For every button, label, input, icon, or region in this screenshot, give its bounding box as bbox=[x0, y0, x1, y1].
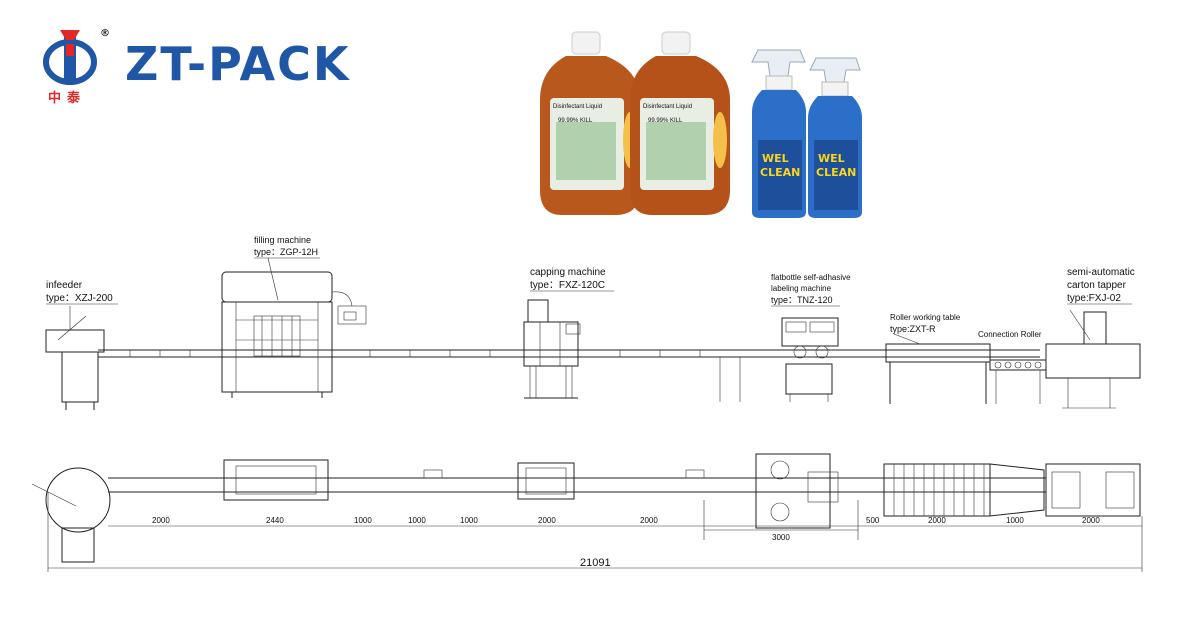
infeeder-type-label: type：XZJ-200 bbox=[46, 293, 113, 304]
dimension-segment: 500 bbox=[866, 516, 880, 525]
spray-label-line1: WEL bbox=[762, 152, 789, 165]
bottle-label-title: Disinfectant Liquid bbox=[553, 104, 602, 110]
dimension-segment: 2000 bbox=[1082, 516, 1100, 525]
spray-label-line1: WEL bbox=[818, 152, 845, 165]
logo-registered-mark: ® bbox=[100, 28, 110, 39]
roller-table-name-label: Roller working table bbox=[890, 313, 961, 322]
dimension-segment: 2000 bbox=[152, 516, 170, 525]
dimension-segment: 1000 bbox=[408, 516, 426, 525]
brand-logo: ® 中泰 ZT-PACK bbox=[43, 28, 351, 106]
capping-name-label: capping machine bbox=[530, 267, 606, 278]
dimension-segment: 2000 bbox=[538, 516, 556, 525]
dimension-segment: 2440 bbox=[266, 516, 284, 525]
filling-machine bbox=[221, 271, 367, 398]
carton-name-label-line2: carton tapper bbox=[1067, 280, 1127, 291]
dimension-segment: 2000 bbox=[928, 516, 946, 525]
dimension-lines bbox=[47, 492, 1143, 572]
dimension-segment: 2000 bbox=[640, 516, 658, 525]
dimension-segment: 1000 bbox=[460, 516, 478, 525]
filling-name-label: filling machine bbox=[254, 235, 311, 245]
dimension-segment: 1000 bbox=[1006, 516, 1024, 525]
filling-type-label: type：ZGP-12H bbox=[254, 247, 318, 257]
connection-roller-label: Connection Roller bbox=[978, 330, 1042, 339]
roller-table-type-label: type:ZXT-R bbox=[890, 324, 936, 334]
disinfectant-bottle-2: Disinfectant Liquid 99.99% KILL bbox=[630, 31, 730, 215]
labeling-machine bbox=[719, 317, 839, 402]
carton-name-label-line1: semi-automatic bbox=[1067, 267, 1135, 278]
spray-bottle-1: WEL CLEAN bbox=[751, 49, 806, 218]
labeling-name-label-line2: labeling machine bbox=[771, 284, 832, 293]
capping-type-label: type：FXZ-120C bbox=[530, 280, 605, 291]
bottle-label-claim: 99.99% KILL bbox=[648, 118, 683, 124]
infeeder-machine bbox=[45, 306, 105, 410]
spray-bottle-2: WEL CLEAN bbox=[808, 57, 862, 218]
dimension-segment: 1000 bbox=[354, 516, 372, 525]
bottle-label-title: Disinfectant Liquid bbox=[643, 104, 692, 110]
logo-brand-name: ZT-PACK bbox=[125, 37, 351, 91]
dimension-segment: 3000 bbox=[772, 533, 790, 542]
logo-emblem-icon bbox=[43, 30, 97, 85]
capping-machine bbox=[523, 299, 581, 399]
labeling-name-label-line1: flatbottle self-adhasive bbox=[771, 273, 851, 282]
roller-working-table bbox=[885, 333, 991, 404]
spray-label-line2: CLEAN bbox=[816, 166, 856, 179]
dimension-total: 21091 bbox=[580, 557, 611, 569]
bottle-label-claim: 99.99% KILL bbox=[558, 118, 593, 124]
top-view-layout bbox=[31, 453, 1141, 563]
carton-type-label: type:FXJ-02 bbox=[1067, 293, 1121, 304]
labeling-type-label: type：TNZ-120 bbox=[771, 295, 833, 305]
disinfectant-bottle-1: Disinfectant Liquid 99.99% KILL bbox=[540, 31, 640, 215]
front-conveyor bbox=[98, 349, 1040, 358]
spray-label-line2: CLEAN bbox=[760, 166, 800, 179]
carton-tapper-machine bbox=[1045, 309, 1141, 409]
infeeder-name-label: infeeder bbox=[46, 280, 83, 291]
logo-chinese-name: 中泰 bbox=[48, 90, 86, 106]
connection-roller bbox=[989, 359, 1047, 404]
